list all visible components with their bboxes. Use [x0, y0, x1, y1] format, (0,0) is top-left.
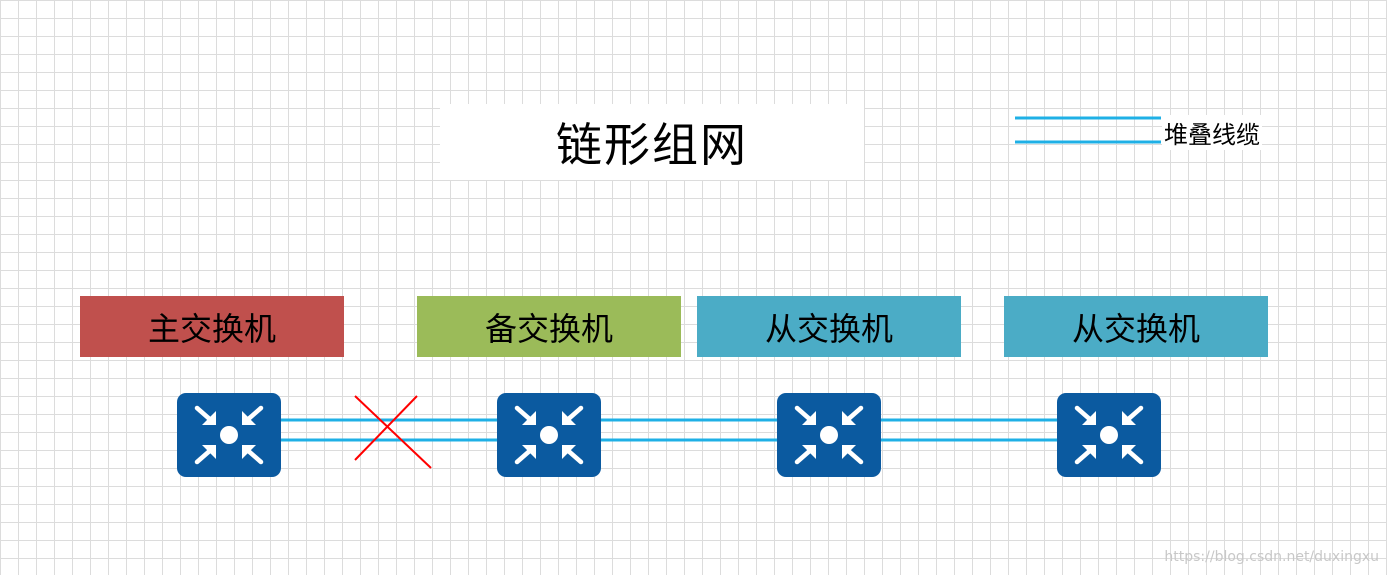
role-box-standby: 备交换机 — [417, 296, 681, 357]
switch-arrow-head-2 — [522, 445, 536, 459]
broken-link-cross-b — [354, 395, 418, 461]
role-label-master: 主交换机 — [147, 309, 276, 348]
switch-arrow-head-3 — [1122, 445, 1136, 459]
switch-arrow-head-1 — [1122, 411, 1136, 425]
switch-center-dot — [820, 426, 838, 444]
diagram-title-box: 链形组网 — [440, 104, 864, 180]
broken-link-cross-a — [354, 395, 432, 469]
switch-arrow-head-2 — [1082, 445, 1096, 459]
switch-center-dot — [1100, 426, 1118, 444]
role-label-slave-1: 从交换机 — [764, 309, 893, 348]
role-box-slave-1: 从交换机 — [697, 296, 961, 357]
switch-arrow-head-0 — [202, 411, 216, 425]
switch-arrow-head-1 — [562, 411, 576, 425]
switch-arrow-head-3 — [242, 445, 256, 459]
switch-icon-slave-2 — [1057, 393, 1161, 477]
switch-arrow-head-0 — [522, 411, 536, 425]
legend-cable-icon — [1015, 116, 1161, 144]
switch-arrow-head-0 — [1082, 411, 1096, 425]
switch-arrow-head-1 — [242, 411, 256, 425]
switch-center-dot — [540, 426, 558, 444]
watermark: https://blog.csdn.net/duxingxu — [1164, 549, 1379, 565]
switch-arrow-head-3 — [842, 445, 856, 459]
diagram-title: 链形组网 — [556, 118, 748, 172]
switch-arrow-head-2 — [202, 445, 216, 459]
switch-arrow-head-3 — [562, 445, 576, 459]
role-box-master: 主交换机 — [80, 296, 344, 357]
switch-icon-master — [177, 393, 281, 477]
switch-arrow-head-0 — [802, 411, 816, 425]
switch-center-dot — [220, 426, 238, 444]
role-label-standby: 备交换机 — [484, 309, 613, 348]
switch-icon-slave-1 — [777, 393, 881, 477]
switch-arrow-head-2 — [802, 445, 816, 459]
role-box-slave-2: 从交换机 — [1004, 296, 1268, 357]
switch-arrow-head-1 — [842, 411, 856, 425]
switch-icon-standby — [497, 393, 601, 477]
role-label-slave-2: 从交换机 — [1071, 309, 1200, 348]
legend-label: 堆叠线缆 — [1162, 115, 1262, 150]
